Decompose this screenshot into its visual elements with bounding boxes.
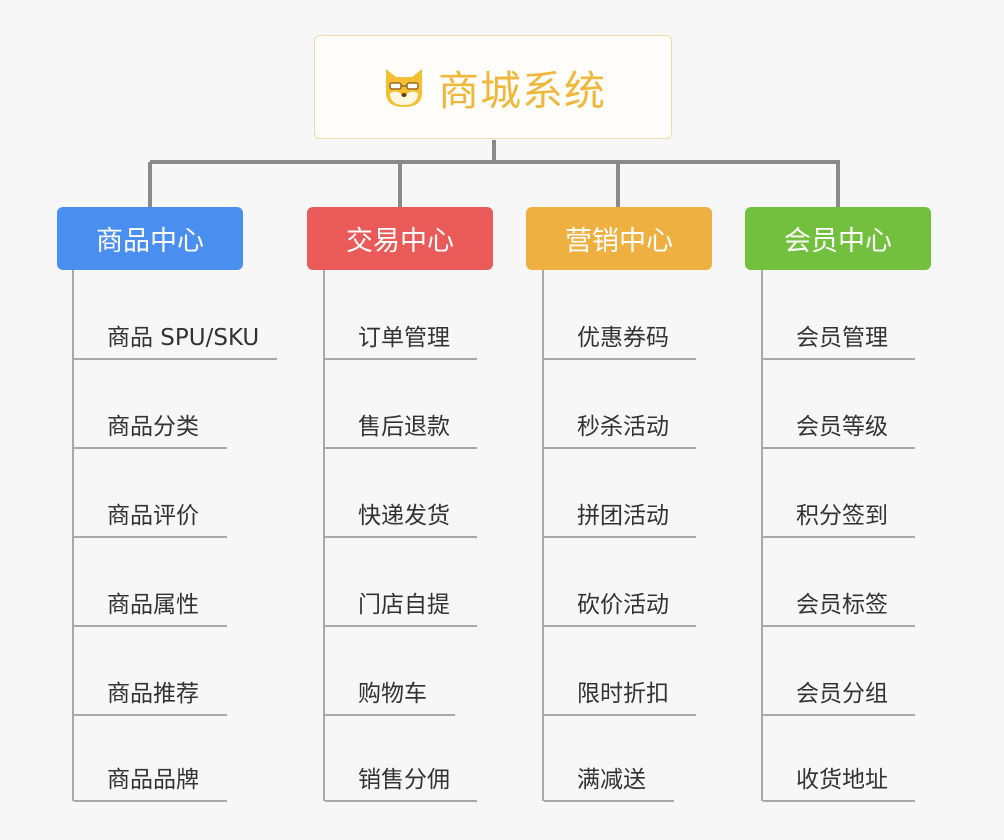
category-marketing-center[interactable]: 营销中心 bbox=[526, 207, 712, 270]
list-item[interactable]: 会员标签 bbox=[763, 587, 915, 627]
category-label: 会员中心 bbox=[784, 226, 892, 257]
list-item[interactable]: 售后退款 bbox=[325, 409, 477, 449]
root-title: 商城系统 bbox=[438, 67, 606, 115]
list-item[interactable]: 商品品牌 bbox=[74, 762, 227, 802]
root-node: 商城系统 bbox=[314, 35, 672, 139]
list-item[interactable]: 拼团活动 bbox=[544, 498, 696, 538]
list-item[interactable]: 订单管理 bbox=[325, 320, 477, 360]
list-item[interactable]: 商品分类 bbox=[74, 409, 227, 449]
list-item[interactable]: 砍价活动 bbox=[544, 587, 696, 627]
list-item[interactable]: 满减送 bbox=[544, 762, 674, 802]
list-item[interactable]: 会员分组 bbox=[763, 676, 915, 716]
category-label: 交易中心 bbox=[346, 226, 454, 257]
category-trade-center[interactable]: 交易中心 bbox=[307, 207, 493, 270]
category-label: 商品中心 bbox=[96, 226, 204, 257]
list-item[interactable]: 会员管理 bbox=[763, 320, 915, 360]
dog-mascot-icon bbox=[386, 69, 422, 107]
list-item[interactable]: 会员等级 bbox=[763, 409, 915, 449]
category-items-trade: 订单管理 售后退款 快递发货 门店自提 购物车 销售分佣 bbox=[323, 270, 477, 802]
list-item[interactable]: 快递发货 bbox=[325, 498, 477, 538]
list-item[interactable]: 积分签到 bbox=[763, 498, 915, 538]
category-member-center[interactable]: 会员中心 bbox=[745, 207, 931, 270]
list-item[interactable]: 优惠券码 bbox=[544, 320, 696, 360]
list-item[interactable]: 商品属性 bbox=[74, 587, 227, 627]
list-item[interactable]: 商品评价 bbox=[74, 498, 227, 538]
list-item[interactable]: 购物车 bbox=[325, 676, 455, 716]
list-item[interactable]: 商品 SPU/SKU bbox=[74, 320, 277, 360]
list-item[interactable]: 门店自提 bbox=[325, 587, 477, 627]
category-label: 营销中心 bbox=[565, 226, 673, 257]
list-item[interactable]: 销售分佣 bbox=[325, 762, 477, 802]
category-items-marketing: 优惠券码 秒杀活动 拼团活动 砍价活动 限时折扣 满减送 bbox=[542, 270, 696, 802]
category-product-center[interactable]: 商品中心 bbox=[57, 207, 243, 270]
list-item[interactable]: 收货地址 bbox=[763, 762, 915, 802]
category-items-product: 商品 SPU/SKU 商品分类 商品评价 商品属性 商品推荐 商品品牌 bbox=[72, 270, 277, 802]
list-item[interactable]: 商品推荐 bbox=[74, 676, 227, 716]
list-item[interactable]: 限时折扣 bbox=[544, 676, 696, 716]
list-item[interactable]: 秒杀活动 bbox=[544, 409, 696, 449]
category-items-member: 会员管理 会员等级 积分签到 会员标签 会员分组 收货地址 bbox=[761, 270, 915, 802]
